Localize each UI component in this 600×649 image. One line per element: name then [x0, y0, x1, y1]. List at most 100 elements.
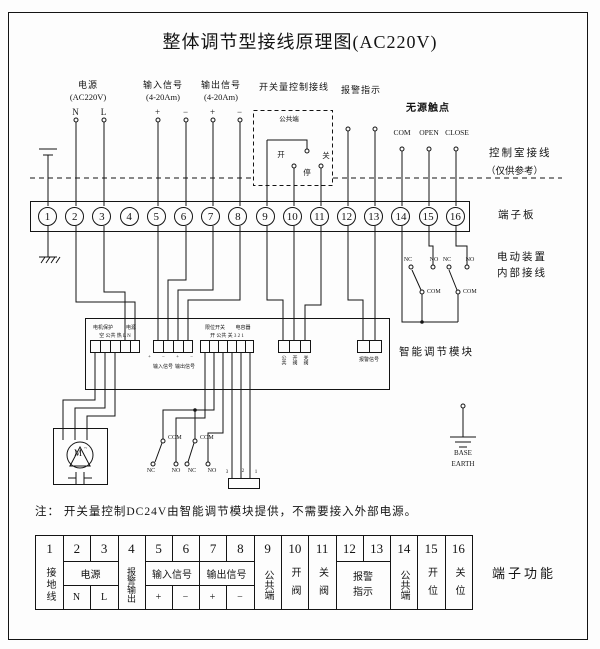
label-control-room-1: 控制室接线 — [489, 148, 552, 159]
block-c-header-limit-switch: 限位开关 — [204, 326, 226, 331]
block-e-alarm-label: 报警信号 — [358, 358, 380, 363]
label-power-volt: (AC220V) — [69, 92, 107, 102]
terminal-4: 4 — [119, 207, 139, 226]
limit-sw1-nc-label: NC — [146, 468, 156, 474]
capacitor-box — [228, 478, 260, 489]
block-e — [357, 340, 382, 353]
terminal-6: 6 — [173, 207, 193, 226]
label-stop-contact: 停 — [303, 168, 311, 177]
terminal-7: 7 — [201, 207, 221, 226]
label-l: L — [100, 107, 108, 117]
hatched-earth-symbol — [39, 226, 61, 264]
right-sw1-com-label: COM — [427, 289, 441, 295]
junction-dots — [193, 320, 424, 412]
label-com: COM — [393, 128, 411, 137]
table-alarm-indication: 报警指示 — [353, 572, 373, 598]
motor-wires — [62, 352, 116, 440]
terminal-16: 16 — [445, 207, 465, 226]
table-close-valve: 关阀 — [316, 567, 328, 603]
label-open: OPEN — [419, 128, 439, 137]
table-output-minus: − — [237, 591, 243, 603]
label-passive-contact: 无源触点 — [406, 103, 450, 114]
motor-m-label: M — [74, 448, 83, 458]
motor-tilde: ~ — [84, 446, 88, 452]
table-input-signal: 输入信号 — [152, 569, 192, 581]
terminal-14: 14 — [391, 207, 411, 226]
outer-frame — [8, 12, 588, 640]
motor-circle — [66, 441, 94, 469]
label-minus-in: − — [182, 107, 190, 117]
terminal-5: 5 — [146, 207, 166, 226]
block-d-pin-open: 开阀 — [291, 355, 297, 365]
right-sw2-com-label: COM — [463, 289, 477, 295]
label-power: 电源 — [77, 80, 99, 90]
label-output-signal: 输出信号 — [200, 80, 242, 90]
label-open-contact: 开 — [277, 150, 285, 159]
terminal-11: 11 — [309, 207, 329, 226]
block-b-output-label: 输出信号 — [174, 365, 196, 370]
terminal-10: 10 — [282, 207, 302, 226]
terminal-1: 1 — [38, 207, 57, 226]
label-switch-control: 开关量控制接线 — [258, 82, 330, 92]
label-internal-wiring: 内部接线 — [497, 268, 547, 279]
table-output-plus: + — [209, 591, 216, 603]
label-base: BASE — [454, 449, 472, 457]
right-sw2-nc-label: NC — [442, 257, 452, 263]
limit-sw1-com-label: COM — [168, 435, 182, 441]
label-plus-out: + — [209, 107, 217, 117]
label-n: N — [72, 107, 80, 117]
block-b-input-label: 输入信号 — [152, 365, 174, 370]
label-input-signal: 输入信号 — [142, 80, 184, 90]
label-alarm-indication: 报警指示 — [340, 85, 382, 95]
terminal-15: 15 — [418, 207, 438, 226]
right-sw1-no-label: NO — [429, 257, 439, 263]
right-sw2-no-label: NO — [465, 257, 475, 263]
label-output-range: (4-20Am) — [204, 92, 238, 102]
module-box — [85, 318, 390, 390]
table-alarm-output: 报警输出 — [126, 567, 136, 603]
label-terminal-function: 端子功能 — [492, 566, 557, 581]
block-a-pins: 空 公共 热 L N — [99, 334, 131, 339]
cap-pin-3: 3 — [225, 470, 229, 475]
block-a — [90, 340, 140, 353]
label-plus-in: + — [154, 107, 162, 117]
label-smart-module: 智能调节模块 — [399, 347, 474, 358]
terminal-strip: 1 2 3 4 5 6 7 8 9 10 11 12 13 14 15 16 — [38, 207, 465, 226]
note-text: 注： 开关量控制DC24V由智能调节模块提供，不需要接入外部电源。 — [35, 506, 418, 518]
terminal-12: 12 — [337, 207, 357, 226]
label-input-range: (4-20Am) — [146, 92, 180, 102]
label-earth: EARTH — [451, 460, 475, 468]
terminal-13: 13 — [364, 207, 384, 226]
limit-sw2-com-label: COM — [200, 435, 214, 441]
label-terminal-board: 端子板 — [498, 210, 536, 221]
table-close-position: 关位 — [453, 567, 464, 603]
page-title: 整体调节型接线原理图(AC220V) — [162, 32, 438, 52]
motor-capacitor — [68, 472, 92, 484]
table-power: 电源 — [80, 569, 101, 581]
block-c — [200, 340, 254, 353]
right-sw1-nc-label: NC — [403, 257, 413, 263]
base-earth-symbol — [450, 408, 476, 448]
block-c-pins: 开 公共 关 3 2 1 — [210, 334, 244, 339]
terminal-strip-box — [30, 201, 470, 232]
table-open-position: 开位 — [425, 567, 437, 603]
lower-wires — [75, 226, 376, 340]
label-minus-out: − — [236, 107, 244, 117]
table-common-14: 公共端 — [398, 570, 409, 600]
table-earth-wire: 接地线 — [44, 567, 55, 603]
table-open-valve: 开阀 — [289, 567, 300, 603]
label-close-contact: 关 — [322, 151, 330, 160]
limit-sw1-no-label: NO — [171, 468, 181, 474]
block-c-header-capacitor: 电容器 — [235, 326, 251, 331]
right-switch-wires — [401, 226, 468, 323]
upper-ground-symbol — [39, 148, 57, 206]
terminal-2: 2 — [65, 207, 85, 226]
table-power-n: N — [72, 591, 81, 603]
block-b-pins: + − + − — [147, 355, 199, 360]
block-a-header-power: 电源 — [125, 326, 137, 331]
block-a-header-motor-protect: 电机保护 — [92, 326, 114, 331]
